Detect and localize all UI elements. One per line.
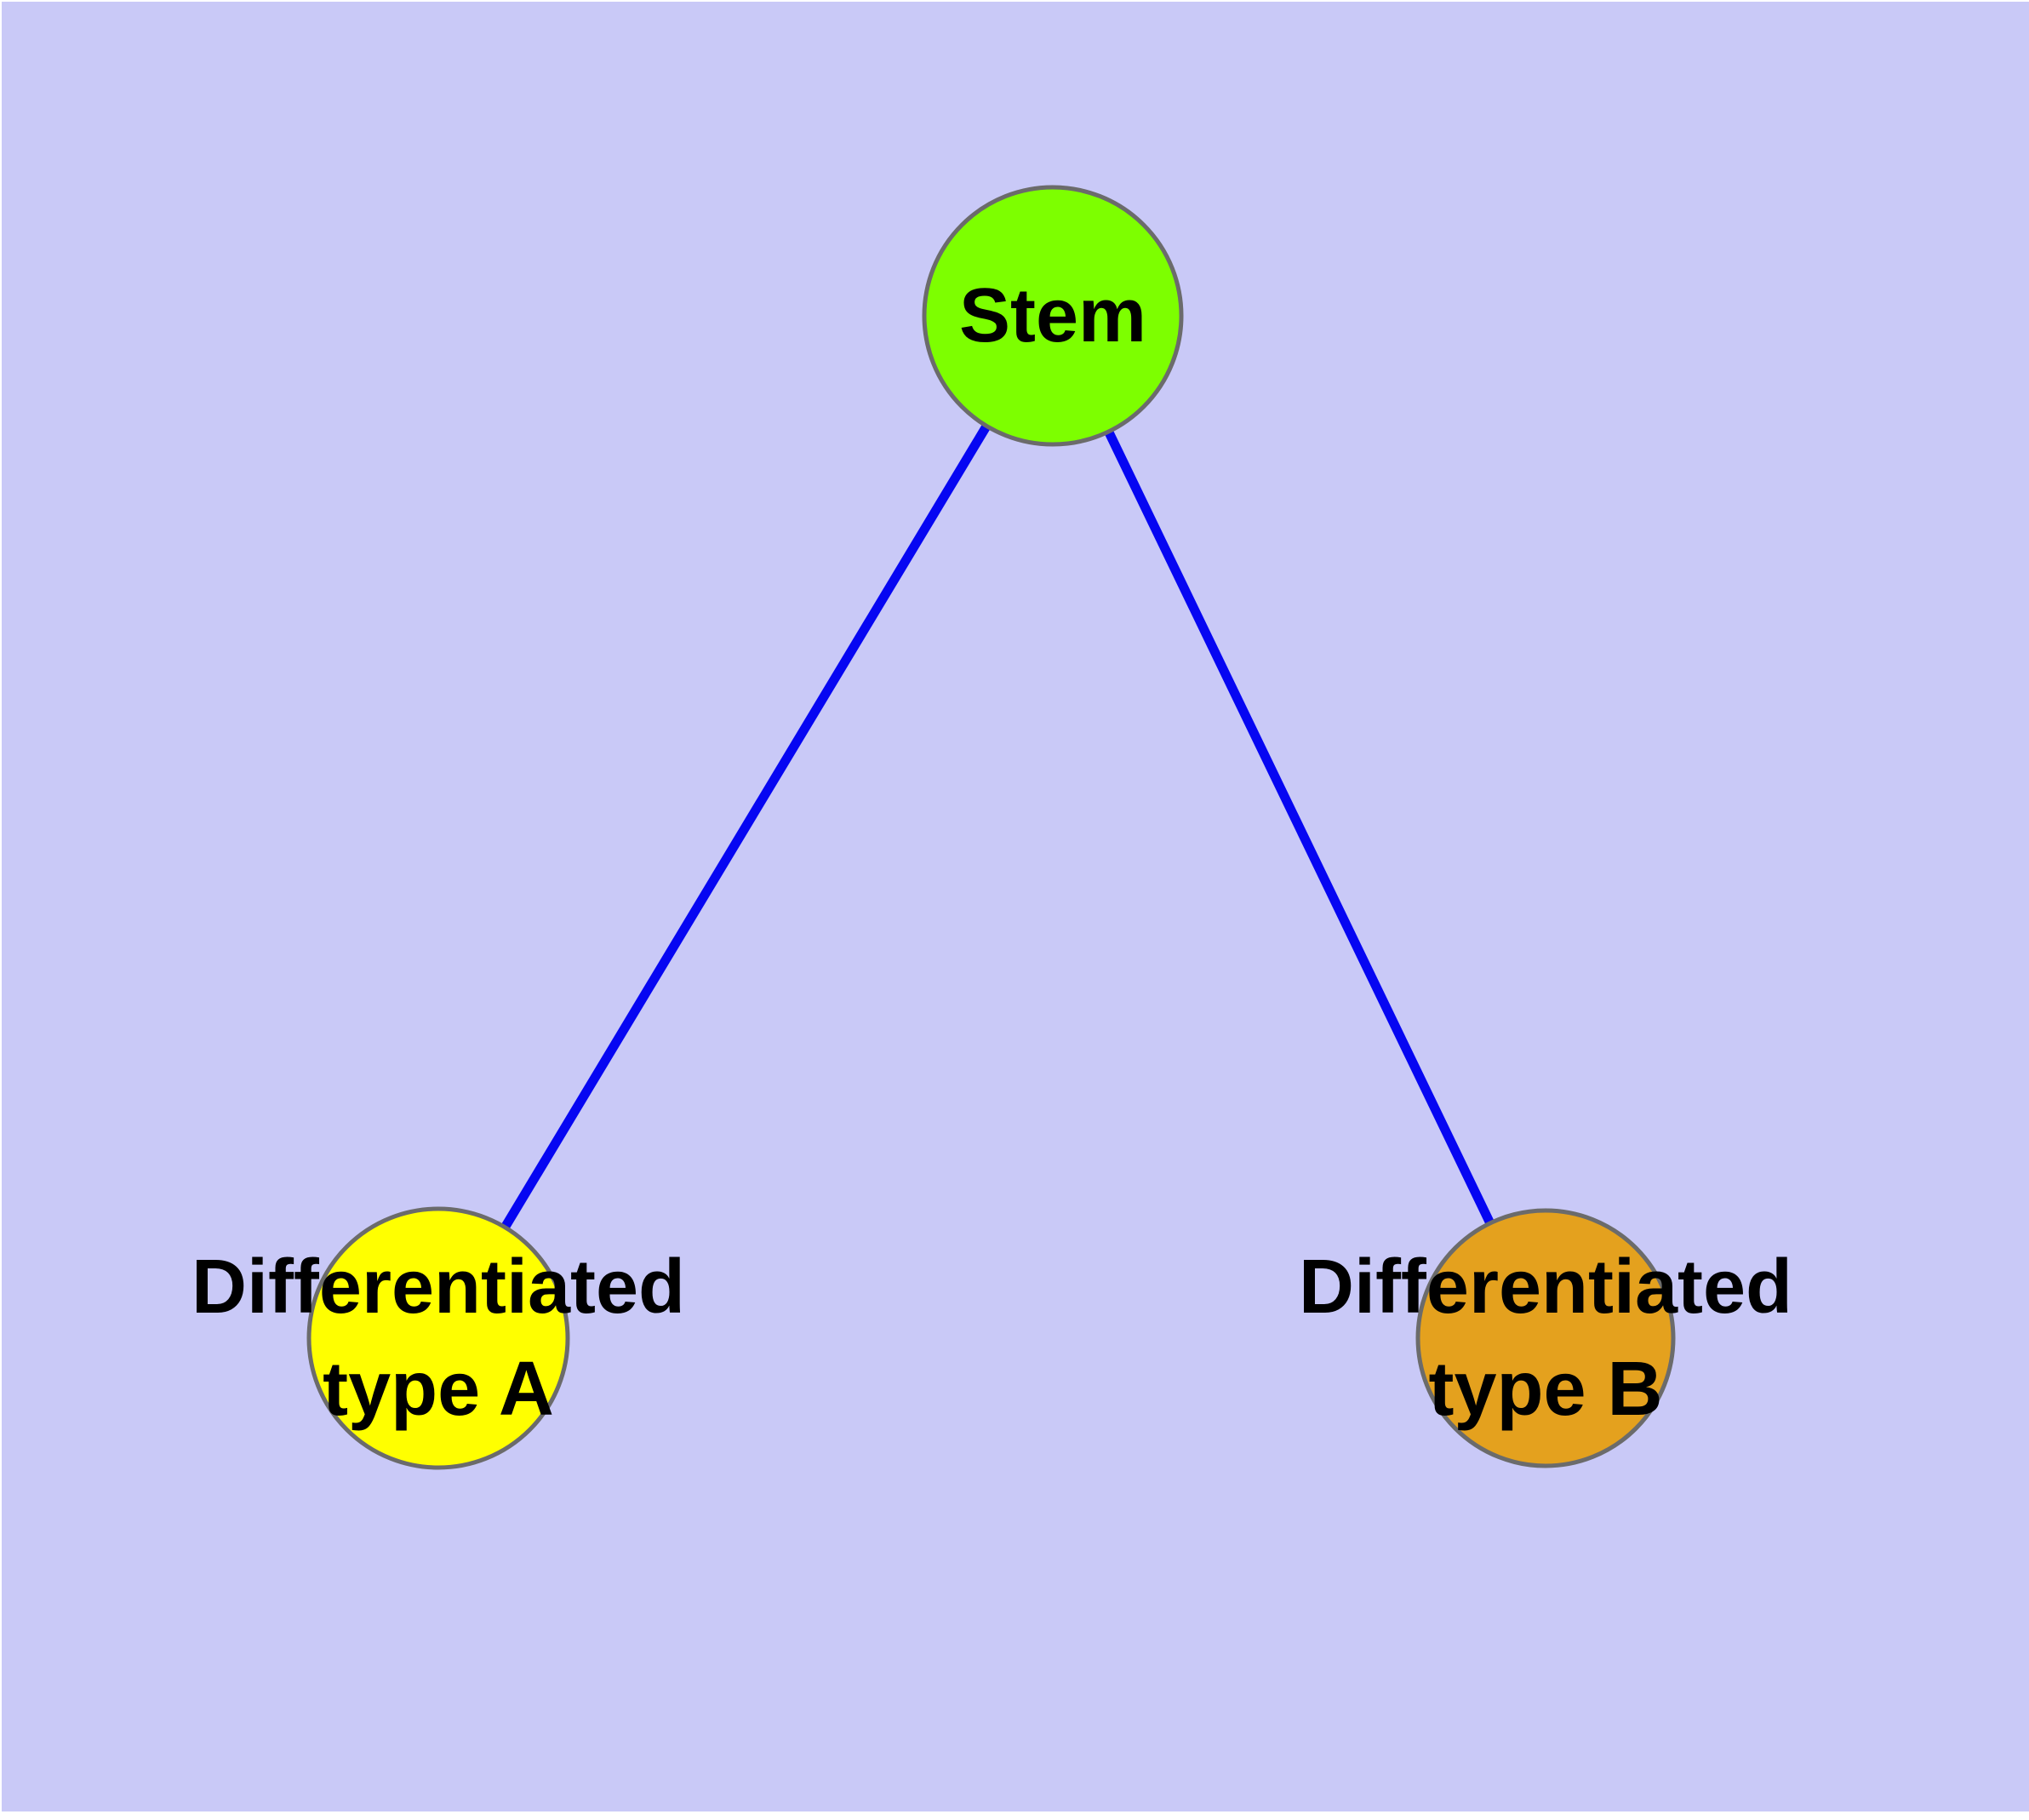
edge-stem-differentiated-type-b [1049,313,1550,1341]
node-label-differentiated-type-a-line1: Differentiated [191,1245,685,1330]
node-differentiated-type-b [1415,1208,1676,1468]
node-label-differentiated-type-b-line1: Differentiated [1299,1245,1792,1330]
node-label-stem: Stem [959,273,1146,358]
node-label-differentiated-type-b-line2: type B [1428,1347,1662,1432]
node-stem [922,185,1184,447]
node-differentiated-type-a [306,1206,570,1470]
node-label-differentiated-type-a-line2: type A [323,1347,554,1432]
edge-stem-differentiated-type-a [434,313,1057,1341]
